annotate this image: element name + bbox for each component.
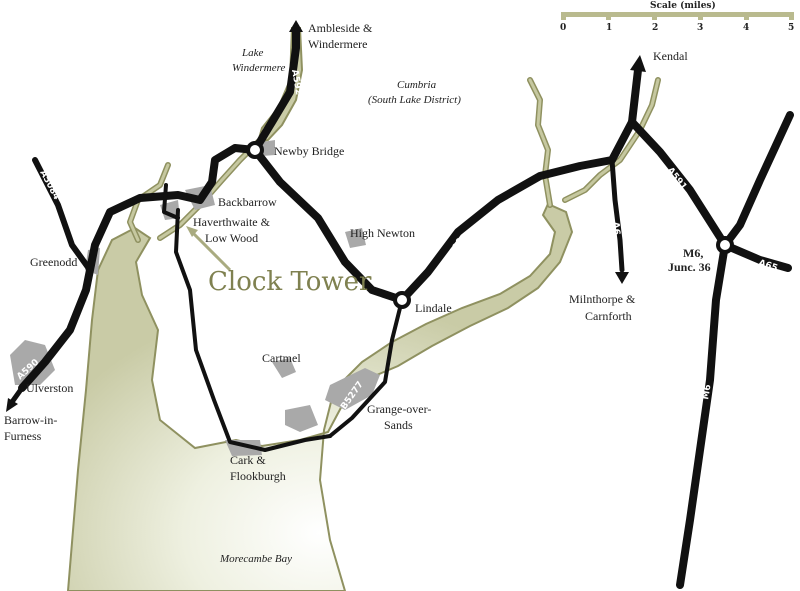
place-barrow: Barrow-in- xyxy=(4,413,57,427)
direction-arrows xyxy=(6,20,646,412)
scale-tick: 0 xyxy=(560,23,566,33)
road-a592 xyxy=(251,26,300,154)
place-newby-bridge: Newby Bridge xyxy=(274,144,344,158)
scale-tick: 1 xyxy=(606,23,612,33)
road-a590 xyxy=(18,66,642,392)
junction-m6-36: M6, xyxy=(683,246,703,260)
place-barrow-2: Furness xyxy=(4,429,42,443)
road-barrow xyxy=(9,385,25,405)
arrow-milnthorpe-icon xyxy=(615,272,629,284)
place-lindale: Lindale xyxy=(415,301,452,315)
place-cark-2: Flookburgh xyxy=(230,469,286,483)
road-b5277 xyxy=(328,298,404,438)
road-backbarrow xyxy=(162,183,180,220)
road-label-a5084: A5084 xyxy=(37,169,61,202)
place-haverthwaite: Haverthwaite & xyxy=(193,215,271,229)
region-south-lakes: (South Lake District) xyxy=(368,94,461,106)
road-b5278 xyxy=(174,208,332,452)
scale-tick: 5 xyxy=(788,23,794,33)
place-greenodd: Greenodd xyxy=(30,255,77,269)
place-milnthorpe: Milnthorpe & xyxy=(569,292,636,306)
morecambe-bay-water xyxy=(66,202,574,591)
road-m6 xyxy=(676,111,794,589)
road-a6 xyxy=(609,157,625,273)
place-haverthwaite-2: Low Wood xyxy=(205,231,258,245)
road-label-b5278: B5278 xyxy=(194,299,207,332)
place-grange-2: Sands xyxy=(384,418,413,432)
place-ulverston: Ulverston xyxy=(26,381,73,395)
place-cartmel: Cartmel xyxy=(262,351,301,365)
roads xyxy=(9,26,794,589)
scale-bar: Scale (miles) 0 1 2 3 4 5 xyxy=(560,0,794,33)
place-ambleside: Ambleside & xyxy=(308,21,373,35)
clock-tower-pointer xyxy=(188,228,232,272)
road-a591 xyxy=(628,118,729,249)
road-a5084 xyxy=(32,157,93,273)
junctions xyxy=(246,141,734,309)
junction-m6-36-2: Junc. 36 xyxy=(668,260,711,274)
road-a65 xyxy=(721,241,792,272)
place-ambleside-2: Windermere xyxy=(308,37,367,51)
arrow-kendal-icon xyxy=(630,55,646,72)
scale-tick: 4 xyxy=(743,23,749,33)
place-kendal: Kendal xyxy=(653,49,688,63)
clock-tower-arrow-icon xyxy=(186,226,198,237)
place-high-newton: High Newton xyxy=(350,226,415,240)
place-milnthorpe-2: Carnforth xyxy=(585,309,632,323)
region-morecambe-bay: Morecambe Bay xyxy=(219,553,292,565)
towns xyxy=(10,140,380,456)
place-grange: Grange-over- xyxy=(367,402,431,416)
arrow-barrow-icon xyxy=(6,398,18,412)
scale-tick: 3 xyxy=(697,23,703,33)
road-label-a592: A592 xyxy=(289,69,303,96)
place-cark: Cark & xyxy=(230,453,266,467)
region-cumbria: Cumbria xyxy=(397,79,437,91)
road-label-m6: M6 xyxy=(701,384,713,401)
arrow-ambleside-icon xyxy=(289,20,303,32)
scale-tick: 2 xyxy=(652,23,658,33)
place-backbarrow: Backbarrow xyxy=(218,195,277,209)
scale-title: Scale (miles) xyxy=(650,0,716,11)
road-label-a6: A6 xyxy=(610,221,621,235)
clock-tower-label: Clock Tower xyxy=(208,267,372,297)
